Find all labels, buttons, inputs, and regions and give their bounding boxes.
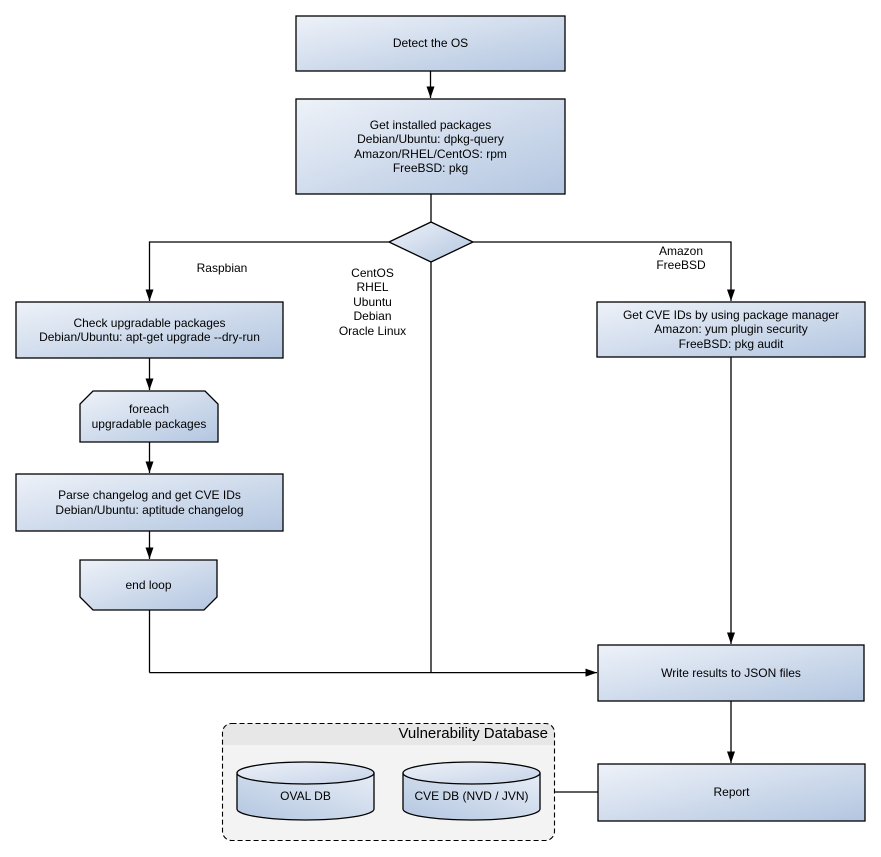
vulnerability-database-border — [221, 722, 556, 842]
detect-os-box — [295, 15, 566, 72]
end-loop-shape — [79, 559, 218, 611]
cve-db-cylinder-top — [402, 761, 541, 785]
vulnerability-database-title-band — [222, 723, 555, 745]
oval-db-cylinder-body — [236, 773, 375, 821]
check-upgradable-box — [15, 301, 284, 359]
get-installed-packages-box — [295, 98, 566, 195]
report-box — [597, 763, 866, 822]
get-cve-ids-box — [596, 301, 866, 358]
edge-decision-to-get-cve — [473, 241, 735, 301]
oval-db-cylinder-top — [236, 761, 375, 785]
write-results-box — [597, 644, 865, 702]
foreach-loop-shape — [79, 390, 219, 443]
cve-db-cylinder-body — [402, 773, 541, 821]
edge-decision-to-check-upgradable — [145, 241, 389, 301]
os-decision-diamond — [387, 221, 475, 263]
parse-changelog-box — [15, 473, 284, 532]
